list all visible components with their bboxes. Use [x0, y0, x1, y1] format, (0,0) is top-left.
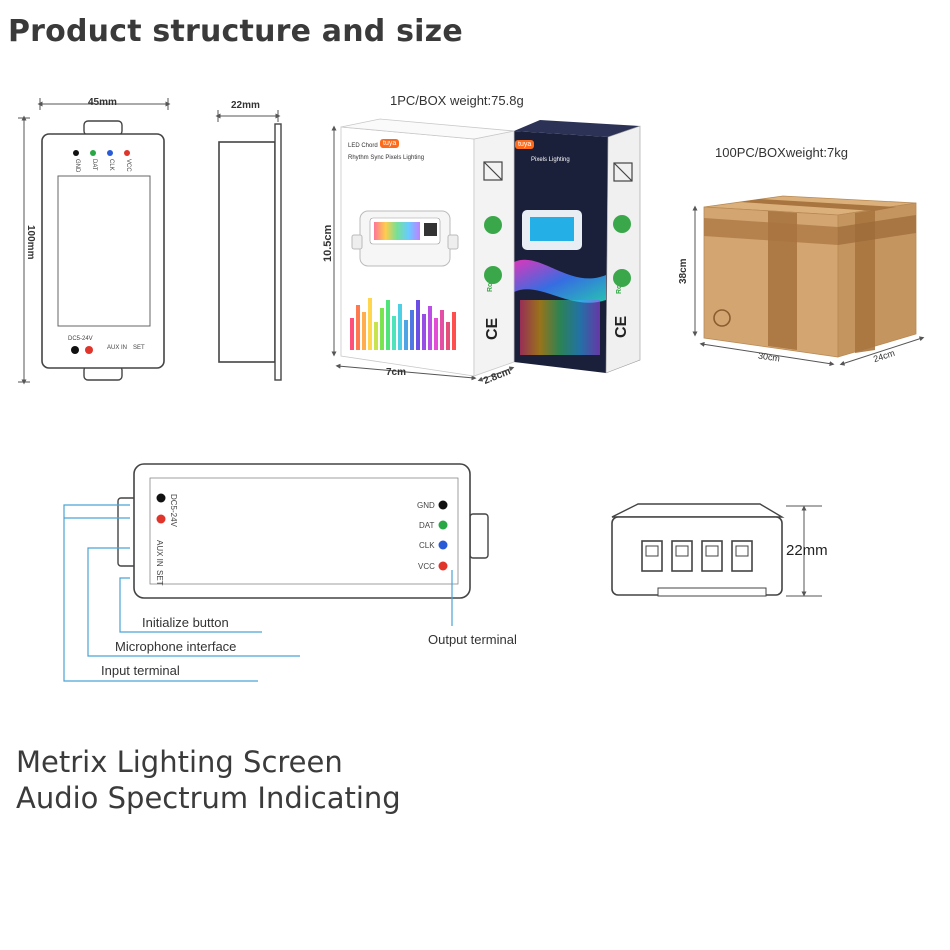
top-terminal-clk: CLK [108, 159, 114, 171]
top-terminal-gnd: GND [74, 159, 80, 173]
wiring-aux-label: AUX IN [155, 540, 164, 567]
rohs-mark: RoHS [487, 272, 494, 292]
top-aux-label: AUX IN [107, 345, 128, 351]
page-title: Product structure and size [8, 14, 463, 49]
top-terminal-dat: DAT [91, 159, 97, 171]
single-box-height-label: 10.5cm [322, 224, 334, 262]
tagline-line1: Metrix Lighting Screen [16, 745, 343, 779]
single-box-width-label: 7cm [386, 367, 407, 378]
box-text-line1: LED Chord [348, 143, 378, 149]
rohs-mark-back: RoHS [616, 274, 623, 294]
brand-badge: tuya [380, 139, 400, 148]
top-view-controller [18, 98, 171, 385]
top-set-label: SET [133, 345, 145, 351]
side-view-controller [215, 110, 282, 381]
wiring-terminal-vcc: VCC [418, 562, 435, 571]
ce-mark-back: CE [613, 315, 630, 338]
wiring-power-label: DC5-24V [169, 494, 178, 527]
top-power-label: DC5-24V [68, 336, 93, 342]
callout-microphone-interface: Microphone interface [115, 639, 237, 654]
callout-initialize-button: Initialize button [142, 615, 229, 630]
end-height-label: 22mm [786, 542, 828, 559]
single-box-caption: 1PC/BOX weight:75.8g [390, 93, 524, 108]
brand-badge-back: tuya [515, 140, 535, 149]
box-back-text: Pixels Lighting [531, 157, 570, 163]
top-height-label: 100mm [25, 225, 36, 260]
side-thickness-label: 22mm [231, 100, 260, 111]
ce-mark: CE [484, 317, 501, 340]
box-text-line2: Rhythm Sync Pixels Lighting [348, 155, 425, 161]
carton-caption: 100PC/BOXweight:7kg [715, 145, 848, 160]
top-width-label: 45mm [88, 97, 117, 108]
tagline-line2: Audio Spectrum Indicating [16, 781, 401, 815]
top-terminal-vcc: VCC [125, 159, 131, 172]
wiring-terminal-clk: CLK [419, 541, 435, 550]
retail-box-illustration [331, 118, 641, 382]
wiring-terminal-gnd: GND [417, 501, 435, 510]
wiring-terminal-dat: DAT [419, 521, 435, 530]
wiring-view-controller [63, 463, 489, 682]
end-view-controller [611, 503, 822, 597]
carton-height-label: 38cm [678, 258, 689, 284]
callout-output-terminal: Output terminal [428, 632, 517, 647]
shipping-carton-illustration [692, 195, 925, 367]
wiring-set-label: SET [155, 570, 164, 586]
callout-input-terminal: Input terminal [101, 663, 180, 678]
